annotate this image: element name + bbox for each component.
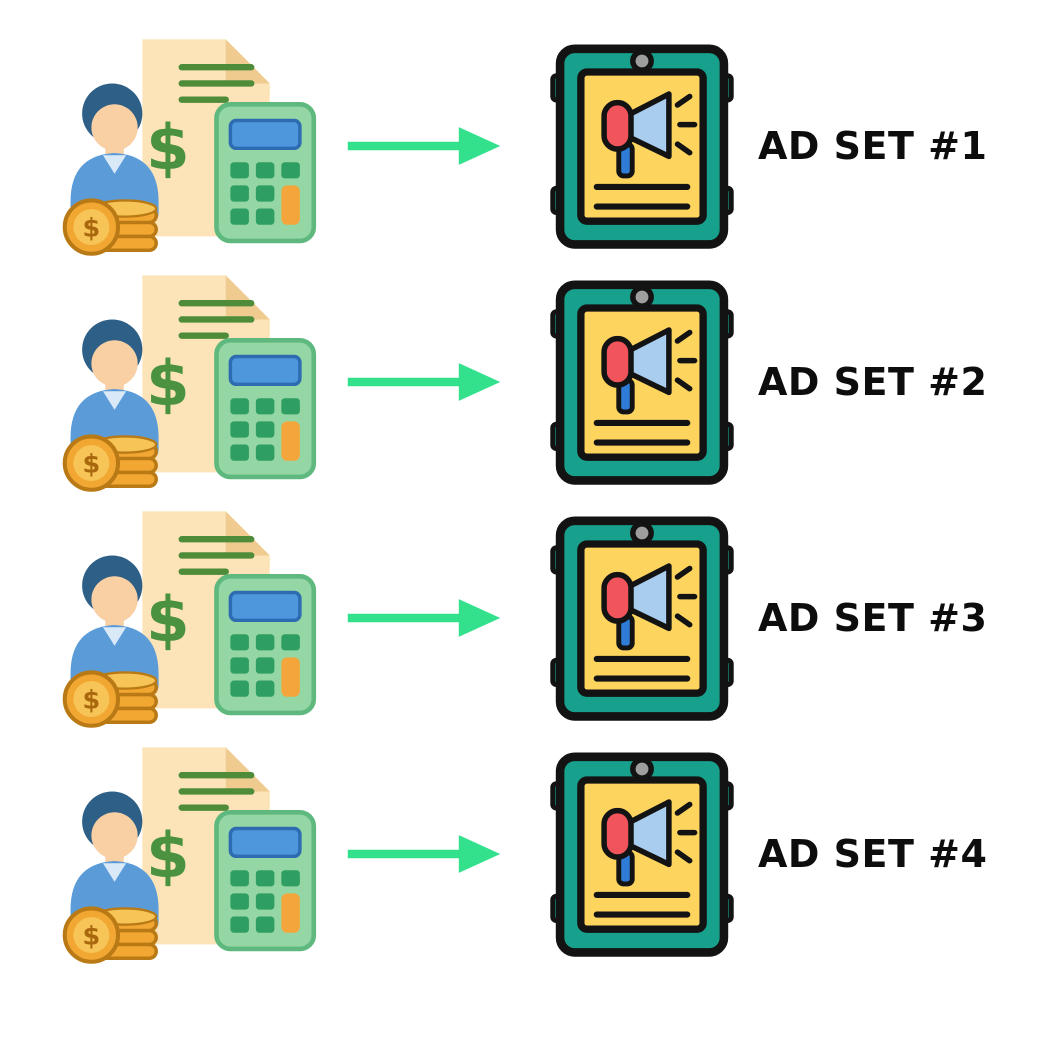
ad-set-clipboard-icon xyxy=(550,39,734,253)
ad-set-clipboard-icon xyxy=(550,275,734,489)
ad-set-clipboard-icon xyxy=(550,747,734,961)
arrow-right-icon xyxy=(344,352,504,412)
ad-set-label: AD SET #3 xyxy=(758,596,988,640)
ad-set-label: AD SET #2 xyxy=(758,360,988,404)
arrow-right-icon xyxy=(344,116,504,176)
arrow-right-icon xyxy=(344,824,504,884)
ad-set-clipboard-icon xyxy=(550,511,734,725)
budget-calculator-icon xyxy=(52,502,330,734)
budget-calculator-icon xyxy=(52,30,330,262)
ad-set-label: AD SET #1 xyxy=(758,124,988,168)
arrow-right-icon xyxy=(344,588,504,648)
diagram-row-1: AD SET #1 xyxy=(0,28,1039,264)
budget-calculator-icon xyxy=(52,738,330,970)
diagram-row-2: AD SET #2 xyxy=(0,264,1039,500)
diagram-row-4: AD SET #4 xyxy=(0,736,1039,972)
ad-set-label: AD SET #4 xyxy=(758,832,988,876)
budget-calculator-icon xyxy=(52,266,330,498)
diagram-row-3: AD SET #3 xyxy=(0,500,1039,736)
